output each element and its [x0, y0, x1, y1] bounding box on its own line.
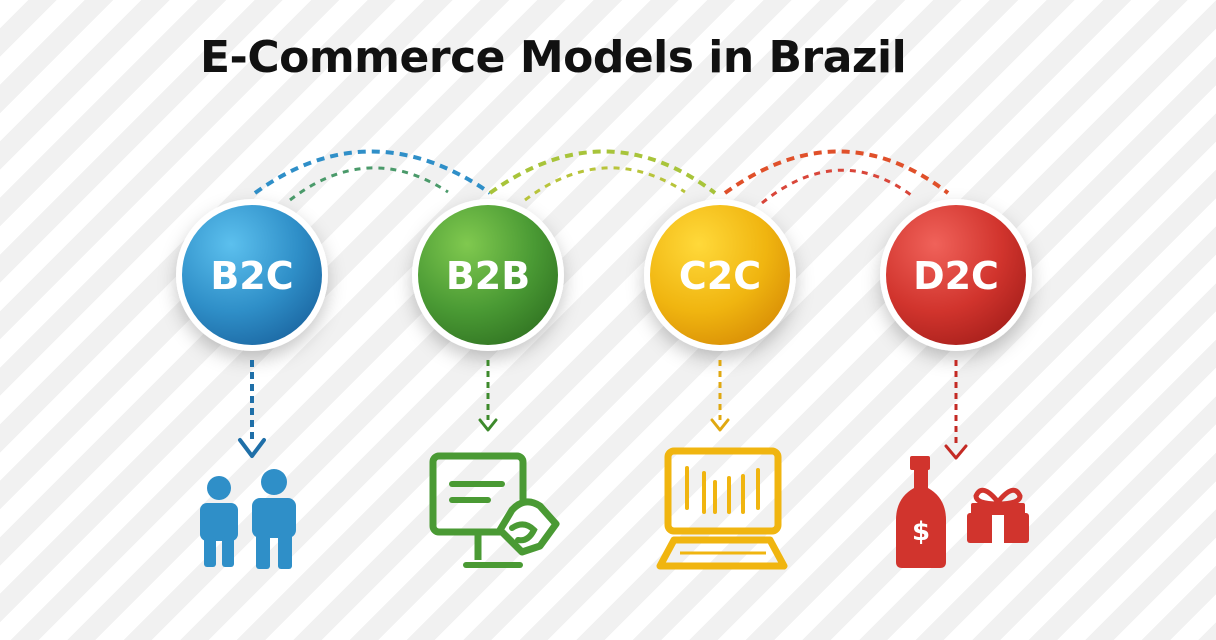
node-c2c: C2C [644, 199, 796, 351]
arrow-b2c [238, 360, 266, 458]
node-label-b2b: B2B [446, 254, 530, 298]
node-label-c2c: C2C [679, 254, 761, 298]
monitor-handshake-icon [429, 452, 560, 568]
diagram-title: E-Commerce Models in Brazil [200, 32, 907, 83]
arrow-c2c [710, 360, 730, 432]
arrow-d2c [944, 360, 968, 460]
bottle-gift-icon: $ [896, 456, 1029, 568]
node-b2b: B2B [412, 199, 564, 351]
node-d2c: D2C [880, 199, 1032, 351]
node-label-b2c: B2C [210, 254, 293, 298]
node-b2c: B2C [176, 199, 328, 351]
people-icon [200, 469, 296, 569]
connection-b2c-b2b [253, 149, 492, 202]
connection-b2b-c2c [488, 149, 717, 202]
node-label-d2c: D2C [913, 254, 999, 298]
arrow-b2b [478, 360, 498, 432]
connection-c2c-d2c [723, 149, 950, 205]
bottle-dollar-symbol: $ [912, 517, 930, 547]
laptop-chart-icon [656, 447, 788, 570]
